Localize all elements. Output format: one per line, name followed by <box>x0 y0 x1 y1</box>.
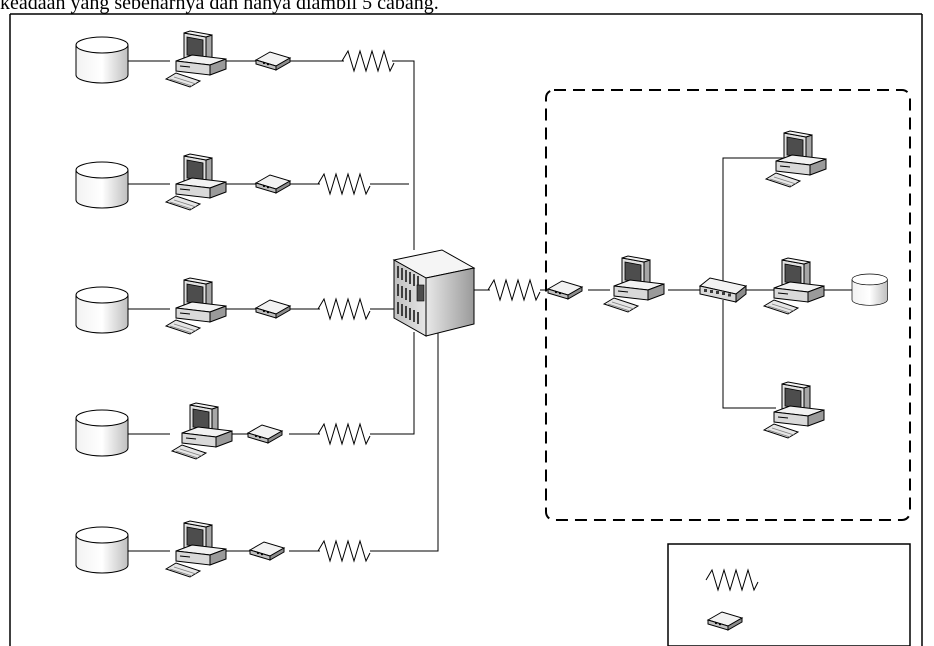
branch-5 <box>76 521 370 577</box>
disk-icon <box>76 410 128 456</box>
leased-line-icon <box>488 280 540 300</box>
switch-icon <box>700 278 746 302</box>
branch-2 <box>76 154 370 210</box>
legend <box>668 544 910 646</box>
computer-icon <box>166 154 226 210</box>
head-office <box>604 131 887 438</box>
leased-line-icon <box>318 541 370 561</box>
leased-line-icon <box>318 174 370 194</box>
disk-icon <box>76 287 128 333</box>
head-office-boundary <box>546 90 910 520</box>
modem-icon <box>256 175 290 193</box>
leased-line-icon <box>318 424 370 444</box>
computer-icon <box>172 403 232 459</box>
computer-icon <box>166 278 226 334</box>
computer-icon <box>604 256 664 312</box>
modem-icon <box>250 542 284 560</box>
server-tower-icon <box>394 250 474 336</box>
branch-3 <box>76 278 370 334</box>
branch-1 <box>76 31 394 87</box>
branch-4 <box>76 403 370 459</box>
modem-icon <box>256 52 290 70</box>
computer-icon <box>166 521 226 577</box>
computer-icon <box>166 31 226 87</box>
computer-icon <box>766 131 826 187</box>
disk-icon <box>76 37 128 83</box>
leased-line-icon <box>342 51 394 71</box>
disk-icon <box>76 527 128 573</box>
modem-icon <box>248 425 282 443</box>
disk-icon <box>76 162 128 208</box>
modem-icon <box>256 300 290 318</box>
modem-icon <box>548 281 582 299</box>
disk-icon <box>852 274 887 305</box>
leased-line-icon <box>318 299 370 319</box>
computer-icon <box>764 382 824 438</box>
branch-links <box>128 61 852 551</box>
computer-icon <box>764 258 824 314</box>
